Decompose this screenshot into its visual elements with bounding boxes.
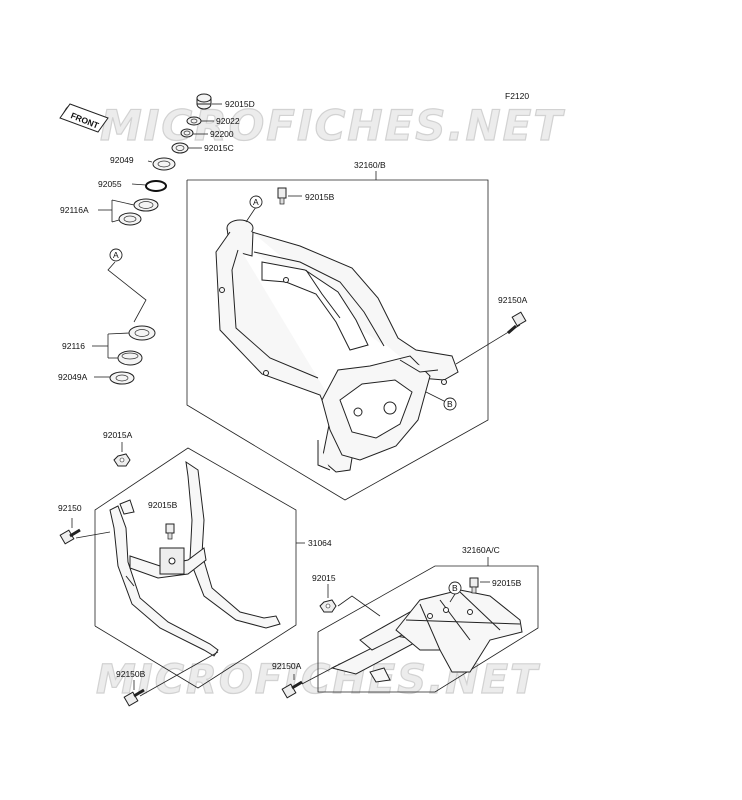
nut-92015A <box>113 442 131 467</box>
callout-a-bearing: A <box>109 248 123 262</box>
label-92022: 92022 <box>216 116 240 126</box>
nut-92015 <box>319 584 381 617</box>
main-frame-outline <box>186 171 489 501</box>
bolt-92150B <box>123 651 219 707</box>
label-92116: 92116 <box>62 341 85 351</box>
svg-text:B: B <box>447 399 453 409</box>
label-92049: 92049 <box>110 155 134 165</box>
lower-frame-outline <box>317 557 539 693</box>
svg-text:B: B <box>452 583 458 593</box>
bolt-92015B-low <box>469 577 490 594</box>
bracket-31064-outline <box>94 447 305 689</box>
bolt-92150A-low <box>281 665 337 699</box>
figure-code: F2120 <box>505 91 529 101</box>
label-92150: 92150 <box>58 503 82 513</box>
watermark-top: MICROFICHES.NET <box>100 101 565 150</box>
label-32160AC: 32160A/C <box>462 545 500 555</box>
label-92015: 92015 <box>312 573 336 583</box>
callout-b-lower: B <box>448 581 462 603</box>
label-92015C: 92015C <box>204 143 234 153</box>
label-92150A-low: 92150A <box>272 661 302 671</box>
label-31064: 31064 <box>308 538 332 548</box>
label-92049A: 92049A <box>58 372 88 382</box>
label-92150A-top: 92150A <box>498 295 528 305</box>
lower-frame-drawing <box>330 589 523 683</box>
bolt-92015B-top <box>277 187 302 205</box>
bolt-92015B-mid <box>165 523 175 540</box>
label-92015A: 92015A <box>103 430 133 440</box>
label-92015B-mid: 92015B <box>148 500 178 510</box>
label-92150B: 92150B <box>116 669 146 679</box>
bolt-92150A-top <box>455 311 527 365</box>
label-92055: 92055 <box>98 179 122 189</box>
callout-b-frame: B <box>425 391 457 411</box>
bearing-leaders <box>92 103 222 378</box>
callout-a-frame: A <box>245 195 263 223</box>
bracket-31064-drawing <box>109 460 281 657</box>
label-32160B: 32160/B <box>354 160 386 170</box>
svg-text:A: A <box>253 197 259 207</box>
label-92200: 92200 <box>210 129 234 139</box>
main-frame-drawing <box>215 219 459 473</box>
bolt-92150 <box>59 518 111 545</box>
svg-text:A: A <box>113 250 119 260</box>
label-92015D: 92015D <box>225 99 255 109</box>
label-92116A: 92116A <box>60 205 89 215</box>
label-92015B-top: 92015B <box>305 192 335 202</box>
label-92015B-low: 92015B <box>492 578 522 588</box>
